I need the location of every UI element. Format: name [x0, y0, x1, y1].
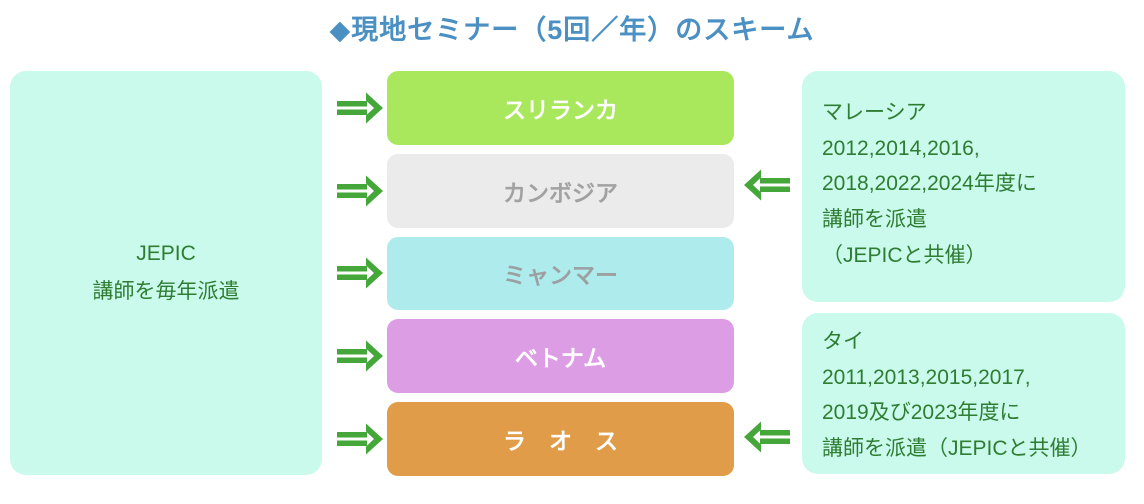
row-myanmar: ミャンマー	[337, 236, 734, 311]
country-box-myanmar: ミャンマー	[387, 236, 734, 311]
page-title: ◆現地セミナー（5回／年）のスキーム	[329, 15, 815, 45]
left-double-arrow-icon	[742, 167, 790, 203]
malaysia-note-box: マレーシア 2012,2014,2016, 2018,2022,2024年度に …	[802, 71, 1125, 302]
country-box-sri-lanka: スリランカ	[387, 71, 734, 145]
note-line: 2019及び2023年度に	[822, 401, 1021, 425]
right-double-arrow-icon	[337, 173, 385, 209]
country-box-vietnam: ベトナム	[387, 319, 734, 394]
thailand-note-box: タイ 2011,2013,2015,2017, 2019及び2023年度に 講師…	[802, 313, 1125, 474]
note-line: マレーシア	[822, 101, 927, 124]
jepic-box: JEPIC 講師を毎年派遣	[10, 71, 322, 475]
row-laos: ラ オ ス	[337, 402, 734, 476]
country-box-laos: ラ オ ス	[387, 402, 734, 476]
right-double-arrow-icon	[337, 90, 385, 126]
note-line: タイ	[822, 330, 864, 353]
right-double-arrow-icon	[337, 255, 385, 291]
jepic-sublabel: 講師を毎年派遣	[92, 280, 240, 303]
country-box-cambodia: カンボジア	[387, 153, 734, 228]
note-line: 講師を派遣	[822, 208, 927, 232]
right-double-arrow-icon	[337, 338, 385, 374]
note-line: 2018,2022,2024年度に	[822, 172, 1037, 196]
note-line: （JEPICと共催）	[822, 243, 987, 267]
country-rows: スリランカ カンボジア ミャンマー	[337, 71, 734, 476]
note-line: 2011,2013,2015,2017,	[822, 365, 1031, 389]
row-vietnam: ベトナム	[337, 319, 734, 394]
note-line: 講師を派遣（JEPICと共催）	[822, 437, 1092, 461]
left-double-arrow-icon	[742, 419, 790, 455]
row-sri-lanka: スリランカ	[337, 71, 734, 145]
right-double-arrow-icon	[337, 421, 385, 457]
row-cambodia: カンボジア	[337, 153, 734, 228]
note-line: 2012,2014,2016,	[822, 136, 980, 160]
jepic-label: JEPIC	[136, 242, 196, 266]
